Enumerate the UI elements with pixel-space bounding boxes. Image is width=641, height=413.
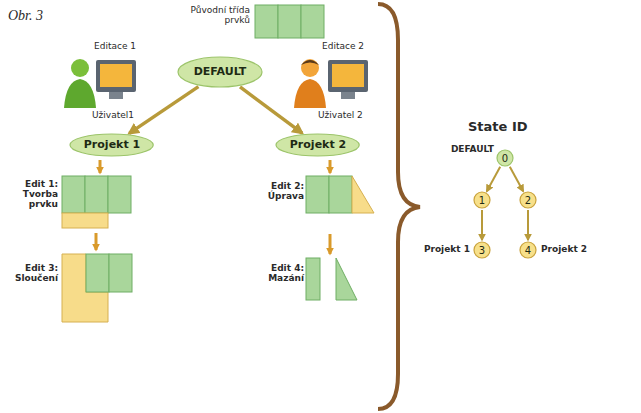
edit-step-label: Edit 1: Tvorba prvku bbox=[4, 180, 58, 210]
state-circle: 2 bbox=[519, 191, 537, 209]
node-shape bbox=[474, 242, 490, 258]
connector-arrow bbox=[129, 87, 198, 134]
connector-arrow bbox=[481, 210, 483, 240]
edit-step-label: Edit 4: Mazání bbox=[256, 264, 304, 284]
node-shape bbox=[70, 134, 153, 156]
feature-square bbox=[306, 176, 329, 213]
state-circle: 3 bbox=[473, 241, 491, 259]
feature-square bbox=[255, 5, 278, 38]
node-shape bbox=[497, 150, 513, 166]
node-text: 3 bbox=[479, 245, 485, 256]
monitor bbox=[96, 60, 136, 92]
node-text: Projekt 2 bbox=[290, 139, 346, 151]
step-arrows bbox=[96, 160, 330, 254]
connector-arrow bbox=[240, 87, 302, 133]
state-circle: 1 bbox=[473, 191, 491, 209]
feature-class-label: Původní třída prvků bbox=[190, 6, 250, 26]
feature-square bbox=[62, 176, 85, 213]
new-feature bbox=[62, 213, 108, 228]
user-body bbox=[64, 79, 96, 108]
state-ellipse: DEFAULT bbox=[177, 56, 263, 88]
node-text: DEFAULT bbox=[194, 66, 247, 78]
curly-brace bbox=[378, 4, 420, 409]
edit-session-label: Editace 2 bbox=[322, 42, 364, 52]
node-text: 2 bbox=[525, 195, 531, 206]
edit-step-label: Edit 3: Sloučení bbox=[4, 264, 58, 284]
step-arrow bbox=[99, 160, 102, 173]
user-hair bbox=[301, 60, 319, 65]
user-label: Uživatel 2 bbox=[318, 111, 363, 121]
user-icon-2 bbox=[294, 59, 368, 108]
user-head bbox=[71, 59, 89, 77]
feature-square bbox=[278, 5, 301, 38]
feature-square bbox=[85, 176, 108, 213]
figure-number: Obr. 3 bbox=[8, 8, 43, 23]
user-body bbox=[294, 79, 326, 108]
node-text: Projekt 1 bbox=[84, 139, 140, 151]
user-label: Uživatel1 bbox=[92, 111, 134, 121]
user-head bbox=[301, 59, 319, 77]
state-circle: 0 bbox=[496, 149, 514, 167]
monitor-stand bbox=[341, 92, 355, 99]
node-shape bbox=[178, 57, 262, 87]
modified-feature bbox=[352, 176, 374, 213]
monitor bbox=[328, 60, 368, 92]
edit-1-picture bbox=[62, 176, 131, 228]
state-name: DEFAULT bbox=[440, 145, 494, 155]
edit-4-picture bbox=[306, 258, 357, 300]
feature-square bbox=[306, 258, 320, 300]
node-shape bbox=[474, 192, 490, 208]
edit-2-picture bbox=[306, 176, 374, 213]
feature-square bbox=[329, 176, 352, 213]
node-shape bbox=[276, 134, 359, 156]
connector-arrow bbox=[510, 167, 523, 191]
node-shape bbox=[520, 192, 536, 208]
user-icon-1 bbox=[64, 59, 136, 108]
original-feature-class bbox=[255, 5, 324, 38]
monitor-screen bbox=[332, 64, 364, 87]
connector-arrow bbox=[487, 167, 500, 191]
node-text: 1 bbox=[479, 195, 485, 206]
state-name: Projekt 1 bbox=[410, 245, 470, 255]
step-arrow bbox=[329, 234, 332, 254]
step-arrow bbox=[95, 233, 98, 250]
node-shape bbox=[520, 242, 536, 258]
monitor-stand bbox=[109, 92, 123, 99]
edit-step-label: Edit 2: Úprava bbox=[256, 182, 304, 202]
node-text: 0 bbox=[502, 153, 508, 164]
monitor-screen bbox=[100, 64, 132, 87]
edit-3-picture bbox=[62, 254, 132, 322]
feature-square bbox=[108, 176, 131, 213]
state-circle: 4 bbox=[519, 241, 537, 259]
tree-title: State ID bbox=[468, 120, 528, 134]
node-text: 4 bbox=[525, 245, 531, 256]
feature-square bbox=[301, 5, 324, 38]
project-ellipse: Projekt 1 bbox=[69, 133, 154, 157]
feature-triangle bbox=[336, 258, 357, 300]
merged-feature bbox=[62, 254, 108, 322]
project-ellipse: Projekt 2 bbox=[275, 133, 360, 157]
step-arrow bbox=[329, 160, 332, 173]
edit-session-label: Editace 1 bbox=[94, 42, 136, 52]
connector-arrow bbox=[527, 210, 529, 240]
feature-square bbox=[109, 254, 132, 292]
feature-square bbox=[86, 254, 109, 292]
state-name: Projekt 2 bbox=[541, 245, 587, 255]
